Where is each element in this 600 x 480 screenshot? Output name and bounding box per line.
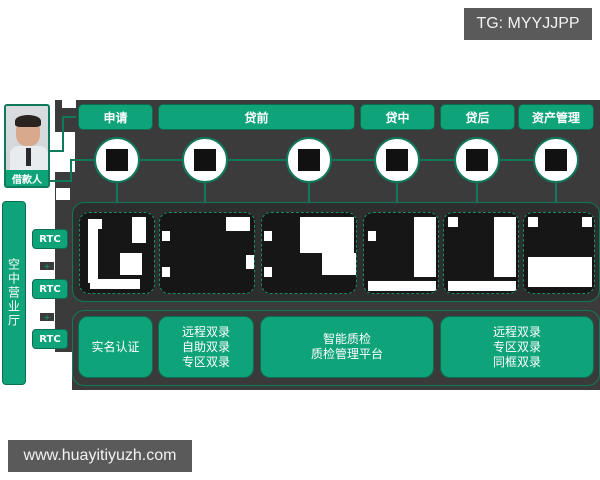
service-line: 远程双录 (181, 324, 230, 339)
person-tie (26, 148, 31, 166)
borrower-label: 借款人 (6, 170, 48, 186)
redacted-detail-cell (363, 212, 439, 294)
rtc-button[interactable]: RTC (32, 329, 68, 349)
connector-line (62, 116, 76, 118)
service-dual-recording[interactable]: 远程双录 自助双录 专区双录 (158, 316, 254, 378)
flow-node[interactable] (533, 137, 579, 183)
service-line: 专区双录 (181, 354, 230, 369)
service-post-dual-recording[interactable]: 远程双录 专区双录 同框双录 (440, 316, 594, 378)
redacted-label (106, 149, 128, 171)
person-hair (15, 115, 41, 127)
watermark-tg: TG: MYYJJPP (464, 8, 592, 40)
connector-line (62, 116, 64, 152)
redacted-detail-cell (443, 212, 519, 294)
stage-apply[interactable]: 申请 (78, 104, 153, 130)
service-line: 实名认证 (91, 339, 140, 354)
connector-line (555, 183, 557, 203)
connector-line (204, 183, 206, 203)
mosaic-block (0, 386, 55, 406)
redacted-label (298, 149, 320, 171)
virtual-hall-label[interactable]: 空中营业厅 (2, 201, 26, 385)
stage-in-loan[interactable]: 贷中 (360, 104, 435, 130)
plus-icon: + (40, 313, 54, 322)
redacted-detail-cell (79, 212, 155, 294)
connector-line (116, 183, 118, 203)
connector-line (476, 183, 478, 203)
redacted-detail-cell (261, 212, 357, 294)
connector-line (308, 183, 310, 203)
redacted-detail-cell (159, 212, 255, 294)
service-real-name-auth[interactable]: 实名认证 (78, 316, 153, 378)
service-line: 远程双录 (492, 324, 541, 339)
redacted-label (386, 149, 408, 171)
stage-post-loan[interactable]: 贷后 (440, 104, 515, 130)
mosaic-block (55, 132, 75, 172)
rtc-button[interactable]: RTC (32, 279, 68, 299)
flow-node[interactable] (94, 137, 140, 183)
connector-line (50, 180, 72, 182)
service-line: 自助双录 (181, 339, 230, 354)
connector-line (70, 159, 72, 182)
plus-icon: + (40, 262, 54, 271)
watermark-site: www.huayitiyuzh.com (8, 440, 192, 472)
mosaic-block (30, 352, 72, 392)
connector-line (396, 183, 398, 203)
stage-asset-management[interactable]: 资产管理 (518, 104, 594, 130)
service-line: 专区双录 (492, 339, 541, 354)
connector-line (70, 159, 94, 161)
mosaic-block (62, 100, 76, 108)
service-line: 智能质检 (322, 332, 371, 346)
stage-pre-loan[interactable]: 贷前 (158, 104, 355, 130)
flow-node[interactable] (454, 137, 500, 183)
service-line: 质检管理平台 (310, 347, 383, 361)
redacted-label (545, 149, 567, 171)
borrower-video-card[interactable]: 借款人 (4, 104, 50, 188)
flow-node[interactable] (374, 137, 420, 183)
rtc-button[interactable]: RTC (32, 229, 68, 249)
flow-node[interactable] (182, 137, 228, 183)
redacted-label (466, 149, 488, 171)
mosaic-block (56, 188, 70, 200)
connector-line (50, 150, 64, 152)
service-line: 同框双录 (492, 354, 541, 369)
flow-node[interactable] (286, 137, 332, 183)
redacted-label (194, 149, 216, 171)
redacted-detail-cell (523, 212, 595, 294)
service-smart-qc[interactable]: 智能质检 质检管理平台 (260, 316, 434, 378)
